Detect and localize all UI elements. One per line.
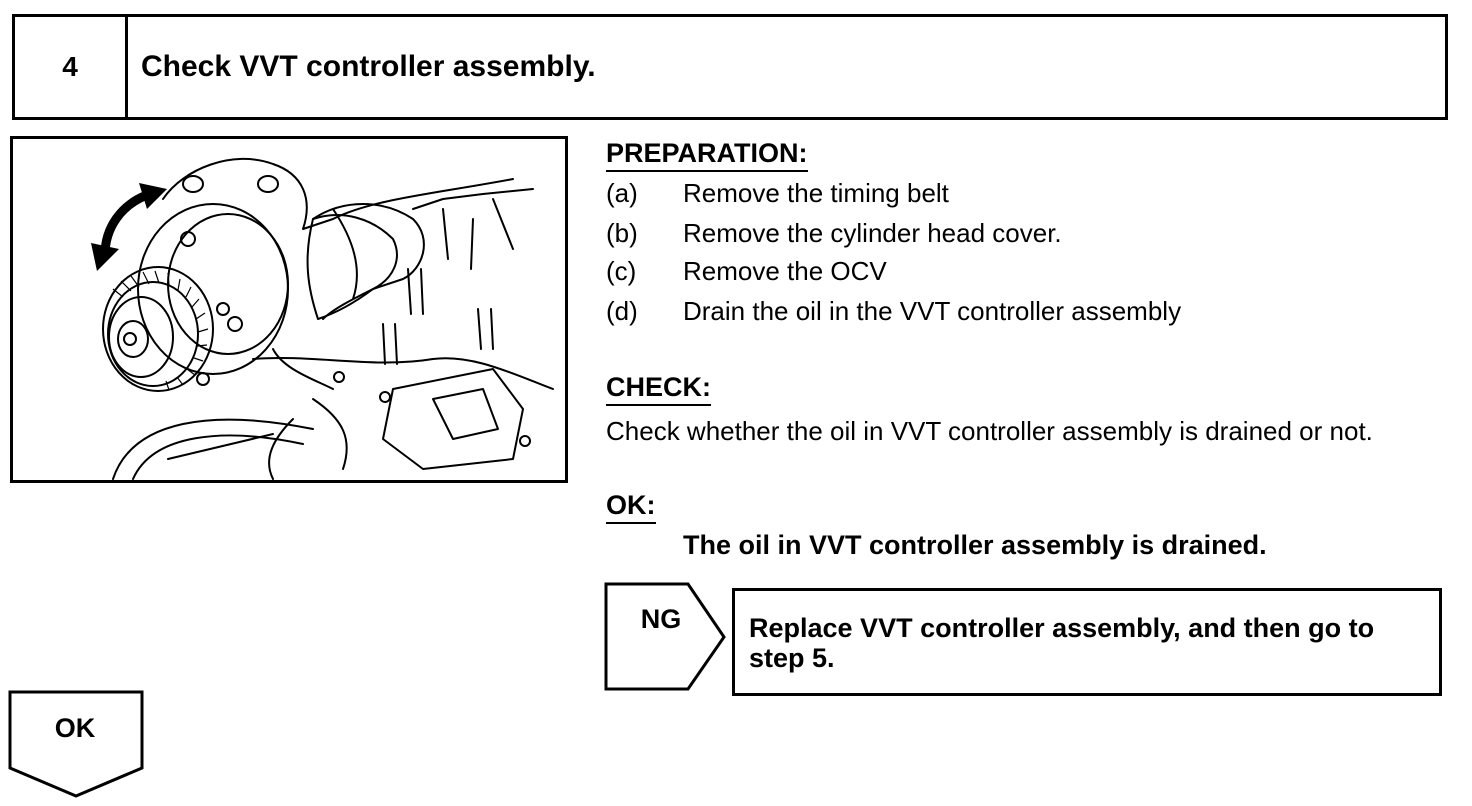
preparation-heading: PREPARATION:: [606, 138, 808, 172]
ok-heading: OK:: [606, 490, 656, 524]
ng-label: NG: [640, 604, 682, 634]
step-number: 4: [15, 17, 128, 117]
preparation-item-label: (a): [606, 178, 638, 208]
preparation-item-label: (c): [606, 256, 637, 286]
ok-result-text: The oil in VVT controller assembly is dr…: [683, 530, 1267, 560]
step-header: 4 Check VVT controller assembly.: [12, 14, 1448, 120]
check-text: Check whether the oil in VVT controller …: [606, 416, 1373, 446]
ok-arrow-shape: [8, 690, 144, 798]
preparation-item-text: Remove the cylinder head cover.: [683, 218, 1062, 248]
vvt-controller-illustration: [10, 136, 568, 483]
check-heading: CHECK:: [606, 372, 711, 406]
preparation-item-text: Remove the timing belt: [683, 178, 949, 208]
preparation-item-label: (b): [606, 218, 638, 248]
preparation-item-text: Drain the oil in the VVT controller asse…: [683, 296, 1182, 326]
ng-arrow-shape: [604, 582, 726, 691]
ng-action-box: Replace VVT controller assembly, and the…: [732, 588, 1442, 696]
rotation-arrow-icon: [91, 183, 167, 271]
preparation-item-label: (d): [606, 296, 638, 326]
ok-flow-label: OK: [54, 713, 96, 743]
preparation-item-text: Remove the OCV: [683, 256, 887, 286]
step-title: Check VVT controller assembly.: [141, 50, 596, 83]
ng-action-text: Replace VVT controller assembly, and the…: [749, 613, 1375, 673]
